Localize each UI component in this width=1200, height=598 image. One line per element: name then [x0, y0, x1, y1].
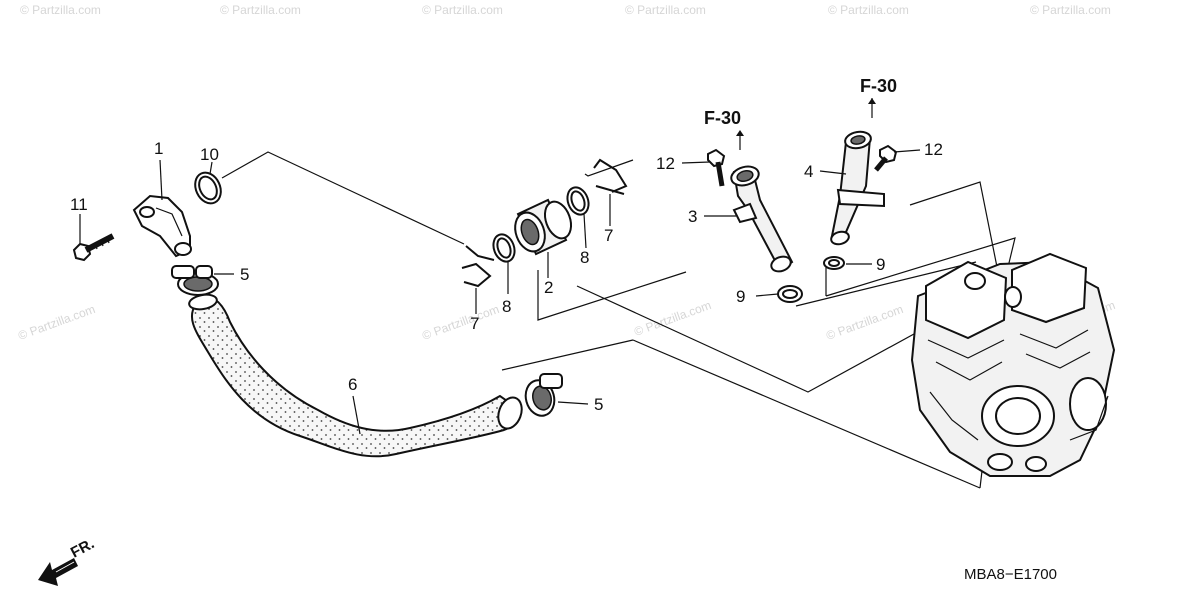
callout-number: 9 — [736, 287, 745, 306]
reference-label: F-30 — [704, 108, 741, 128]
watermark-text: © Partzilla.com — [420, 302, 501, 343]
clip-7-right — [593, 158, 628, 195]
watermark-text: © Partzilla.com — [632, 298, 713, 339]
watermark-text: © Partzilla.com — [828, 3, 909, 17]
callout-number: 7 — [604, 226, 613, 245]
water-pipe-4 — [830, 130, 885, 246]
callouts: 1 10 11 5 6 5 7 8 2 8 7 12 3 9 4 12 9 — [70, 139, 943, 414]
front-direction-marker: FR. — [38, 535, 97, 586]
callout-number: 1 — [154, 139, 163, 158]
hose-clamp-5-upper — [171, 265, 219, 296]
o-ring-8-right — [566, 186, 590, 216]
reference-label: F-30 — [860, 76, 897, 96]
reference-arrows — [736, 98, 876, 136]
callout-number: 4 — [804, 162, 813, 181]
watermark-text: © Partzilla.com — [16, 302, 97, 343]
o-ring-9-right — [823, 256, 845, 270]
watermark-text: © Partzilla.com — [20, 3, 101, 17]
clip-7-left — [461, 245, 495, 288]
callout-number: 3 — [688, 207, 697, 226]
callout-number: 5 — [240, 265, 249, 284]
water-pipe-3 — [730, 165, 794, 273]
leader-lines — [79, 98, 921, 435]
o-ring-10 — [194, 171, 222, 205]
water-hose-6 — [188, 293, 523, 458]
callout-number: 9 — [876, 255, 885, 274]
o-ring-8-left — [492, 233, 516, 263]
watermark-text: © Partzilla.com — [422, 3, 503, 17]
callout-number: 10 — [200, 145, 219, 164]
callout-number: 12 — [656, 154, 675, 173]
callout-number: 7 — [470, 314, 479, 333]
callout-number: 11 — [70, 195, 88, 214]
front-label: FR. — [68, 535, 97, 561]
bolt-12-right — [874, 144, 898, 172]
watermark-text: © Partzilla.com — [625, 3, 706, 17]
connector-pipe-2 — [514, 198, 573, 256]
hose-clamp-5-lower — [524, 373, 563, 417]
callout-number: 12 — [924, 140, 943, 159]
outlet-joint-1 — [132, 194, 192, 258]
bolt-12-left — [707, 148, 726, 187]
callout-number: 8 — [580, 248, 589, 267]
watermark-text: © Partzilla.com — [220, 3, 301, 17]
callout-number: 8 — [502, 297, 511, 316]
diagram-code: MBA8−E1700 — [964, 566, 1057, 583]
callout-number: 6 — [348, 375, 357, 394]
callout-number: 2 — [544, 278, 553, 297]
o-ring-9-left — [777, 285, 803, 303]
engine-block — [910, 252, 1116, 477]
watermark-text: © Partzilla.com — [1030, 3, 1111, 17]
callout-number: 5 — [594, 395, 603, 414]
watermark-text: © Partzilla.com — [824, 302, 905, 343]
